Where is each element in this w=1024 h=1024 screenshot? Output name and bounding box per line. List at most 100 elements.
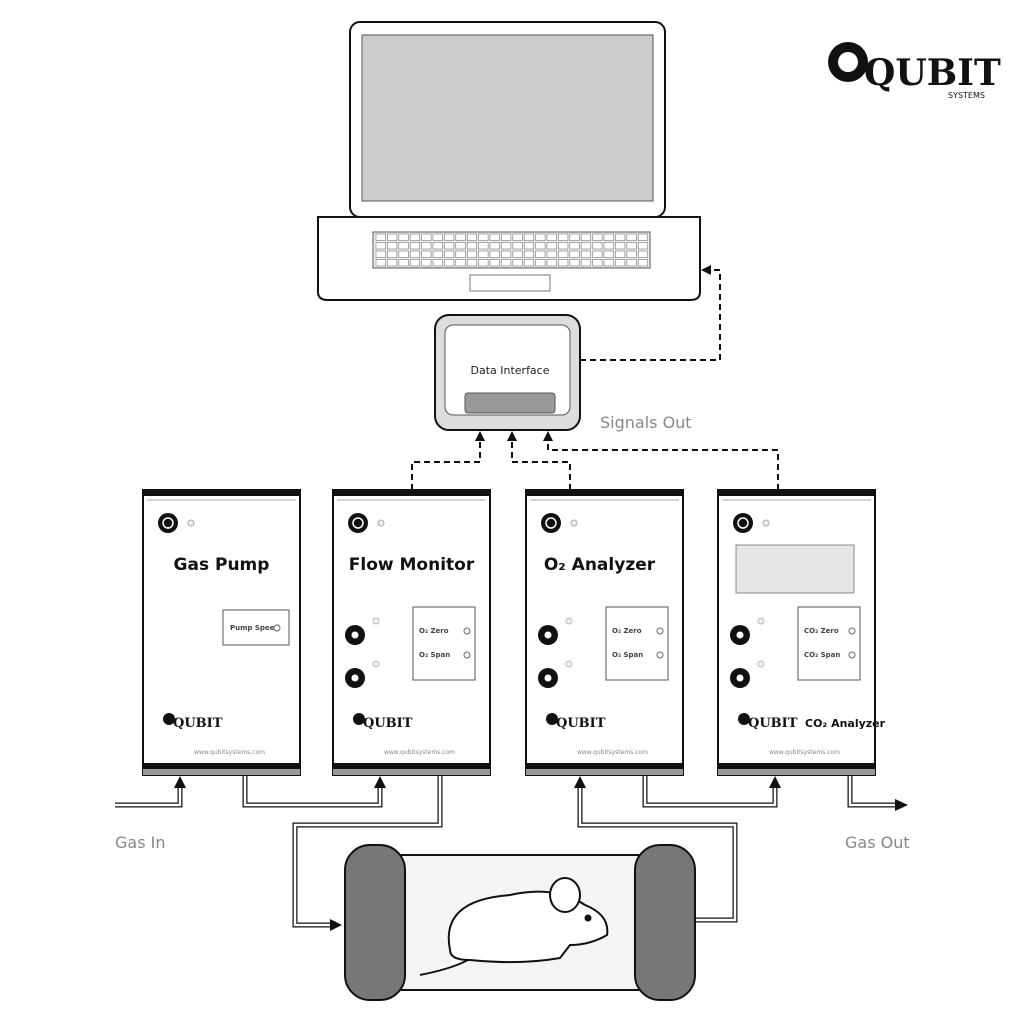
- key: [569, 250, 580, 258]
- device-title: CO₂ Analyzer: [805, 717, 886, 730]
- key: [478, 250, 489, 258]
- key: [546, 242, 557, 250]
- key: [375, 250, 386, 258]
- key: [592, 233, 603, 241]
- device-title: Flow Monitor: [349, 555, 475, 575]
- key: [409, 242, 421, 250]
- key: [592, 259, 603, 267]
- panel-label: Pump Speed: [230, 624, 279, 632]
- qubit-small-logo: QUBIT: [163, 713, 223, 731]
- power-button-icon[interactable]: [541, 513, 561, 533]
- key: [580, 250, 592, 258]
- adjust-knob-icon[interactable]: [463, 627, 471, 635]
- key: [546, 250, 557, 258]
- key: [592, 242, 603, 250]
- key: [637, 242, 649, 250]
- led-icon: [377, 519, 385, 527]
- key: [398, 250, 409, 258]
- adjust-knob-icon[interactable]: [656, 651, 664, 659]
- key: [455, 242, 466, 250]
- panel-label: CO₂ Span: [804, 651, 840, 659]
- adjust-knob-icon[interactable]: [273, 624, 281, 632]
- adjust-knob-icon[interactable]: [463, 651, 471, 659]
- key: [489, 250, 500, 258]
- key: [421, 259, 432, 267]
- key: [523, 242, 535, 250]
- gas-in-label: Gas In: [115, 833, 165, 852]
- power-button-icon[interactable]: [158, 513, 178, 533]
- key: [603, 259, 614, 267]
- qubit-small-logo: QUBIT: [353, 713, 413, 731]
- key: [489, 233, 500, 241]
- key: [512, 259, 523, 267]
- key: [523, 250, 535, 258]
- data-interface-label: Data Interface: [470, 364, 549, 377]
- key: [501, 250, 512, 258]
- key: [637, 233, 649, 241]
- key: [387, 233, 398, 241]
- key: [626, 233, 637, 241]
- device-url: www.qubitsystems.com: [769, 749, 840, 756]
- key: [580, 233, 592, 241]
- key: [444, 242, 455, 250]
- key: [615, 233, 626, 241]
- key: [398, 242, 409, 250]
- key: [444, 233, 455, 241]
- key: [558, 259, 569, 267]
- key: [535, 250, 546, 258]
- led-icon: [570, 519, 578, 527]
- key: [558, 250, 569, 258]
- key: [501, 259, 512, 267]
- key: [375, 259, 386, 267]
- adjust-knob-icon[interactable]: [656, 627, 664, 635]
- key: [375, 233, 386, 241]
- adjust-knob-icon[interactable]: [848, 627, 856, 635]
- key: [489, 259, 500, 267]
- key: [512, 250, 523, 258]
- key: [466, 250, 478, 258]
- key: [455, 259, 466, 267]
- key: [432, 259, 443, 267]
- qubit-small-logo: QUBIT: [546, 713, 606, 731]
- key: [421, 233, 432, 241]
- key: [535, 233, 546, 241]
- key: [535, 259, 546, 267]
- mouse: [419, 877, 609, 976]
- adjust-knob-icon[interactable]: [848, 651, 856, 659]
- device-url: www.qubitsystems.com: [194, 749, 265, 756]
- key: [409, 233, 421, 241]
- key: [466, 233, 478, 241]
- key: [421, 242, 432, 250]
- power-button-icon[interactable]: [733, 513, 753, 533]
- panel-label: O₂ Zero: [612, 627, 642, 635]
- key: [478, 233, 489, 241]
- svg-text:QUBIT: QUBIT: [556, 716, 606, 731]
- key: [615, 259, 626, 267]
- key: [637, 250, 649, 258]
- key: [637, 259, 649, 267]
- key: [387, 242, 398, 250]
- key: [535, 242, 546, 250]
- key: [626, 259, 637, 267]
- svg-text:SYSTEMS: SYSTEMS: [948, 91, 985, 100]
- key: [398, 259, 409, 267]
- panel-label: O₂ Zero: [419, 627, 449, 635]
- key: [580, 242, 592, 250]
- key: [603, 233, 614, 241]
- svg-text:QUBIT: QUBIT: [748, 716, 798, 731]
- power-button-icon[interactable]: [348, 513, 368, 533]
- laptop: [317, 21, 701, 301]
- key: [421, 250, 432, 258]
- key: [478, 242, 489, 250]
- key: [512, 242, 523, 250]
- device-url: www.qubitsystems.com: [384, 749, 455, 756]
- signals-out-label: Signals Out: [600, 413, 692, 432]
- key: [432, 233, 443, 241]
- panel-label: O₂ Span: [612, 651, 643, 659]
- display-screen: [735, 544, 855, 594]
- key: [375, 242, 386, 250]
- key: [592, 250, 603, 258]
